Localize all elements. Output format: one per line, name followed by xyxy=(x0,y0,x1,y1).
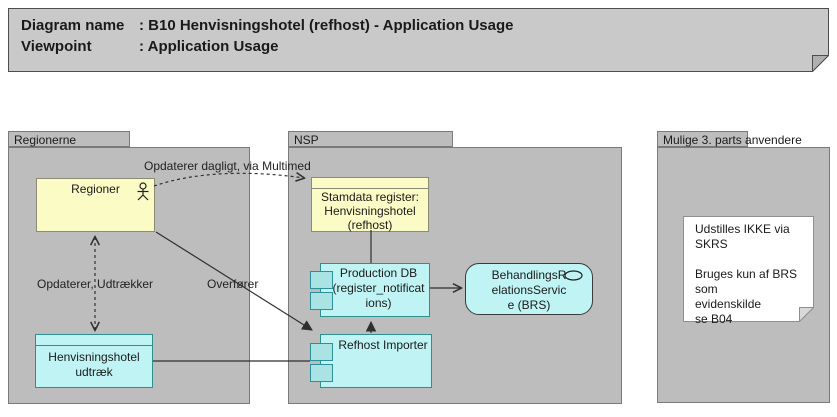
title-line2-label: Viewpoint xyxy=(21,38,92,55)
diagram-title-note: Diagram name : B10 Henvisningshotel (refh… xyxy=(8,8,829,72)
connector-label-overfoerer: Overfører xyxy=(207,277,259,291)
side-note-text: Udstilles IKKE via SKRS Bruges kun af BR… xyxy=(695,222,798,326)
element-henvisningshotel-udtraek-label: Henvisningshotel udtræk xyxy=(48,350,140,379)
side-note[interactable]: Udstilles IKKE via SKRS Bruges kun af BR… xyxy=(683,216,814,326)
title-line1-value: : B10 Henvisningshotel (refhost) - Appli… xyxy=(139,17,514,34)
diagram-title-text: Diagram name : B10 Henvisningshotel (refh… xyxy=(21,15,514,57)
service-interface-icon xyxy=(564,270,583,281)
component-icon xyxy=(310,271,333,289)
group-regionerne-label: Regionerne xyxy=(14,133,77,147)
element-stamdata-register-label: Stamdata register: Henvisningshotel (ref… xyxy=(320,190,420,232)
title-line2-value: : Application Usage xyxy=(139,38,279,55)
folded-corner-icon xyxy=(812,55,829,72)
group-nsp-label: NSP xyxy=(294,133,319,147)
element-header-band xyxy=(312,178,428,189)
note-shape xyxy=(8,8,829,72)
element-regioner-label: Regioner xyxy=(71,182,120,196)
actor-icon xyxy=(137,182,149,201)
connector-label-opdaterer: Opdaterer, Udtrækker xyxy=(37,277,154,291)
group-regionerne-tab[interactable]: Regionerne xyxy=(8,131,130,147)
element-regioner[interactable]: Regioner xyxy=(36,178,155,232)
element-production-db[interactable]: Production DB (register_notificat ions) xyxy=(310,263,430,317)
component-icon xyxy=(310,292,333,310)
element-brs-label: BehandlingsR elationsServic e (BRS) xyxy=(491,268,567,312)
element-henvisningshotel-udtraek[interactable]: Henvisningshotel udtræk xyxy=(35,334,153,388)
component-icon xyxy=(310,364,333,382)
title-line1-label: Diagram name xyxy=(21,17,125,34)
element-stamdata-register[interactable]: Stamdata register: Henvisningshotel (ref… xyxy=(311,177,429,232)
element-production-db-label: Production DB (register_notificat ions) xyxy=(332,266,425,310)
element-refhost-importer-label: Refhost Importer xyxy=(338,338,428,352)
group-mulige-label: Mulige 3. parts anvendere xyxy=(663,133,802,147)
element-refhost-importer[interactable]: Refhost Importer xyxy=(310,334,432,388)
element-brs[interactable]: BehandlingsR elationsServic e (BRS) xyxy=(465,263,593,315)
note-shape xyxy=(683,216,814,322)
component-icon xyxy=(310,343,333,361)
connector-label-multimed: Opdaterer dagligt, via Multimed xyxy=(144,159,311,173)
element-header-band xyxy=(36,335,152,346)
folded-corner-icon xyxy=(799,307,814,322)
group-mulige-tab[interactable]: Mulige 3. parts anvendere xyxy=(657,131,802,147)
group-nsp-tab[interactable]: NSP xyxy=(288,131,453,147)
